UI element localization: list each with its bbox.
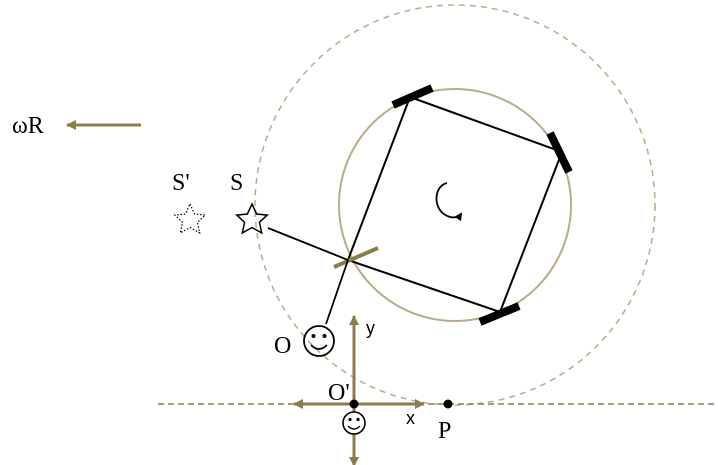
beam-splitter: [333, 246, 379, 269]
star-outline-icon: [235, 202, 269, 235]
smiley-face-icon: [303, 325, 335, 357]
smiley-face-icon: [342, 411, 366, 435]
point-p-marker: [443, 399, 453, 409]
observer-beam-line: [325, 259, 349, 325]
origin-point: [349, 399, 359, 409]
orbit-dashed-circle: [254, 4, 656, 406]
mirror-top: [391, 84, 434, 109]
light-path-square: [346, 95, 564, 314]
observer-label: O: [274, 333, 291, 359]
source-label: S: [230, 170, 243, 196]
velocity-label: ωR: [12, 113, 44, 139]
observer-image-label: O': [328, 380, 350, 406]
mirror-bottom: [478, 302, 521, 326]
x-axis-label: x: [406, 408, 415, 428]
point-p-label: P: [438, 418, 451, 444]
mirror-right: [546, 131, 573, 174]
star-dotted-icon: [173, 202, 207, 235]
rotation-arrow-icon: [435, 182, 463, 222]
y-axis-label: y: [366, 318, 375, 338]
source-beam-line: [267, 227, 349, 261]
source-image-label: S': [172, 170, 190, 196]
rotating-disc-circle: [338, 88, 572, 322]
